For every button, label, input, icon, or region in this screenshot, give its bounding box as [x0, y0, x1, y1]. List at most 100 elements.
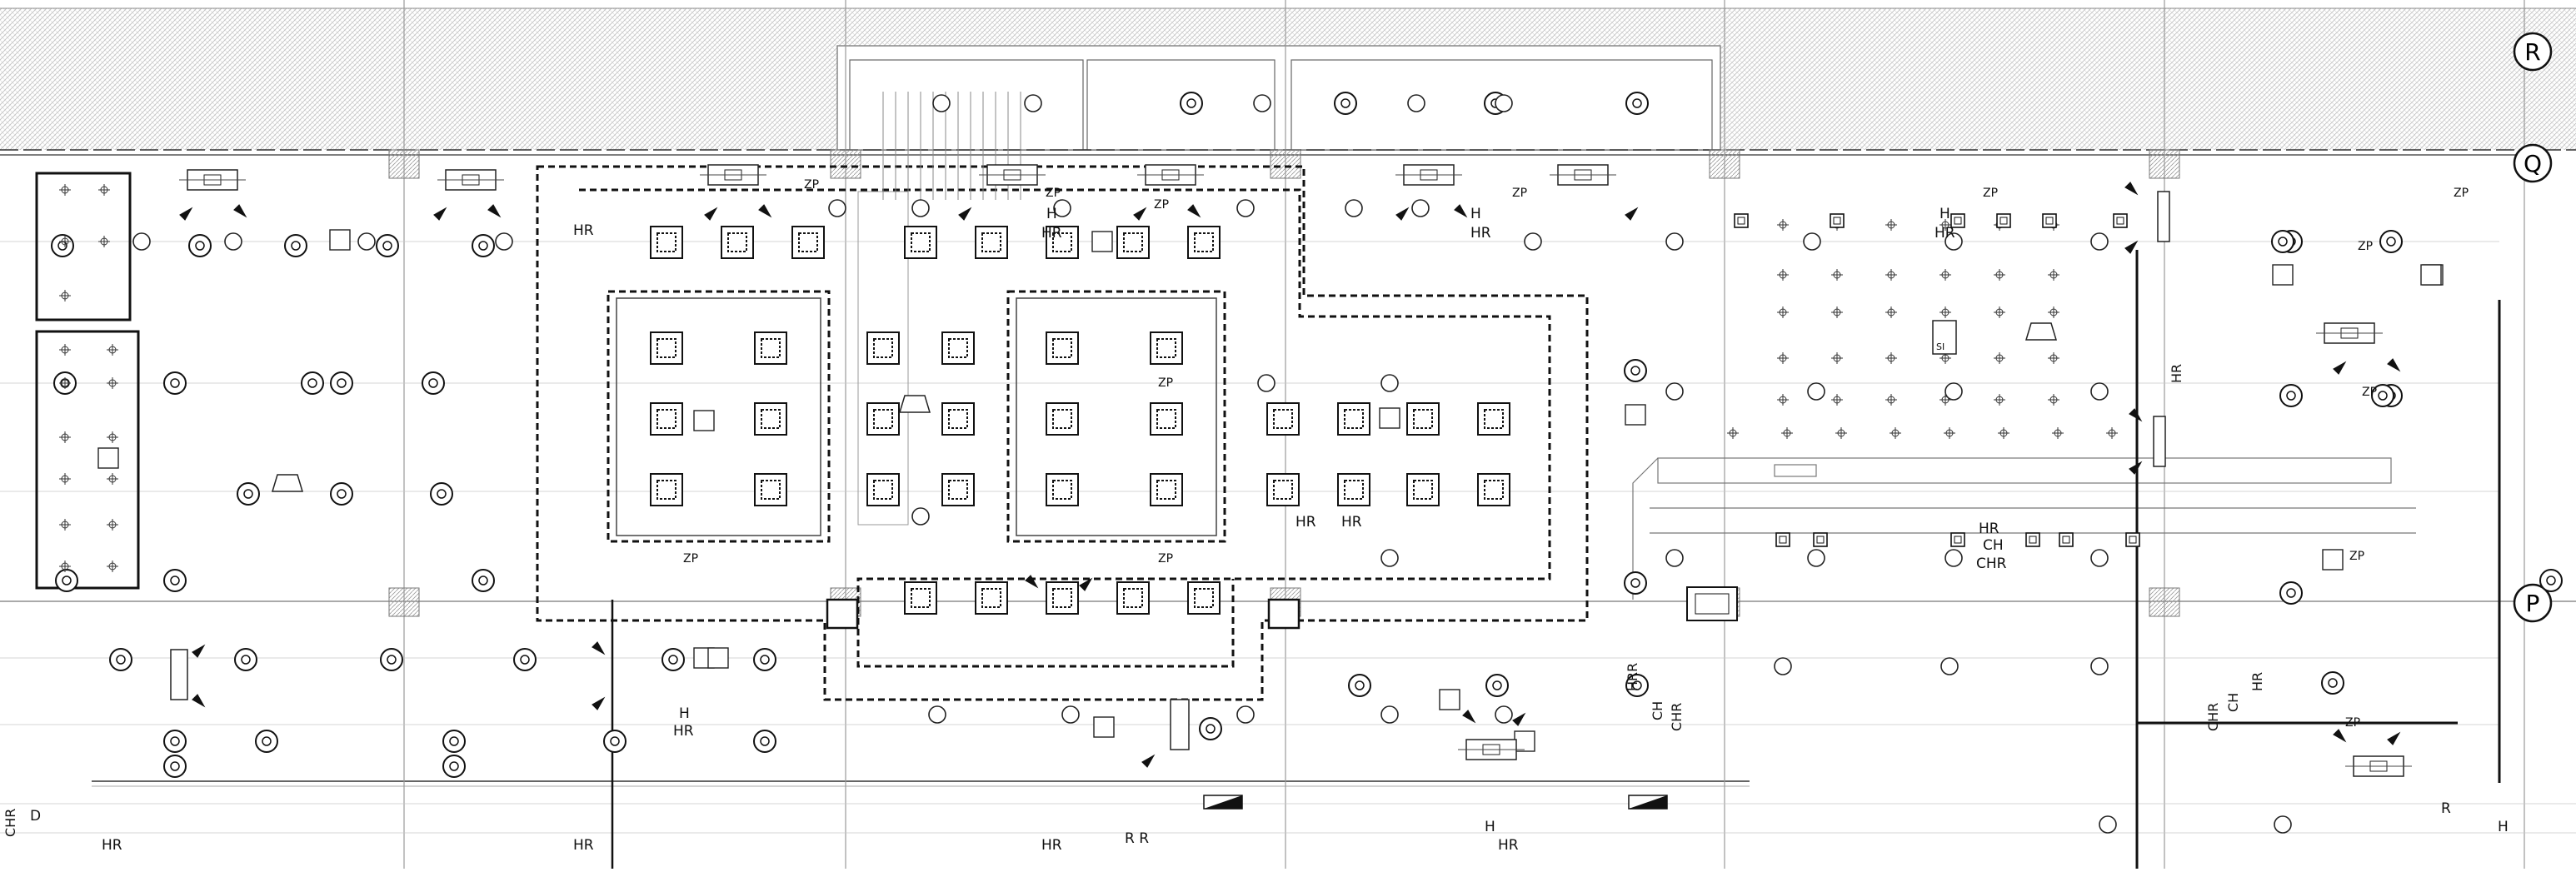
- pipe-riser-circle: [1807, 382, 1825, 401]
- label-hr-12: HR: [1341, 514, 1362, 531]
- label-hr-4: HR: [1934, 225, 1955, 242]
- sprinkler-head: [513, 648, 537, 671]
- ceiling-diffuser: [650, 473, 683, 506]
- cross-marker: [1994, 269, 2005, 281]
- thin-grid-lines: [0, 241, 2576, 834]
- label-hr-9: HR: [1498, 837, 1519, 854]
- access-panel: [329, 229, 351, 251]
- airflow-arrow: [433, 207, 447, 221]
- pipe-riser-circle: [1665, 382, 1684, 401]
- ceiling-diffuser: [1150, 402, 1183, 436]
- ceiling-diffusers: [650, 226, 1510, 615]
- sprinkler-head: [472, 569, 495, 592]
- sprinkler-head: [1625, 674, 1649, 697]
- sprinkler-head: [472, 234, 495, 257]
- sprinkler-head: [442, 755, 466, 778]
- small-square-marker: [2059, 532, 2074, 547]
- cross-marker: [59, 290, 71, 301]
- cross-marker: [1831, 352, 1843, 364]
- access-panel: [1379, 407, 1400, 429]
- sprinkler-head: [163, 371, 187, 395]
- airflow-arrow: [704, 207, 718, 221]
- ceiling-diffuser: [754, 473, 787, 506]
- left-panel-top: [35, 172, 132, 321]
- label-zp-13: ZP: [804, 178, 819, 192]
- grid-bubble-q-label: Q: [2524, 150, 2542, 177]
- airflow-arrow: [487, 204, 502, 218]
- sprinkler-head: [753, 648, 776, 671]
- access-panel: [1625, 404, 1646, 426]
- ceiling-diffuser: [754, 402, 787, 436]
- label-hr-vert-2: HR: [2169, 364, 2184, 383]
- fan-coil-unit: [979, 164, 1046, 186]
- pipe-riser-circle: [1053, 199, 1071, 217]
- fan-coil-unit: [1137, 164, 1204, 186]
- label-h-1: H: [1470, 206, 1481, 222]
- small-square-marker: [2113, 213, 2128, 228]
- pipe-riser-circle: [2090, 382, 2109, 401]
- vertical-unit: [1170, 699, 1190, 750]
- sprinkler-head: [753, 730, 776, 753]
- pipe-riser-circle: [932, 94, 951, 112]
- label-r-1: R: [2441, 800, 2451, 817]
- pipe-riser-circle: [1803, 232, 1821, 251]
- ceiling-diffuser: [791, 226, 825, 259]
- ceiling-diffuser: [866, 402, 900, 436]
- cross-marker: [1831, 394, 1843, 406]
- ceiling-diffuser: [721, 226, 754, 259]
- small-square-marker: [1996, 213, 2011, 228]
- sprinkler-head: [188, 234, 212, 257]
- sprinkler-head: [2279, 581, 2303, 605]
- cross-marker: [2048, 394, 2059, 406]
- label-chr-vert-3: CHR: [1669, 703, 1685, 731]
- pipe-riser-circle: [1411, 199, 1430, 217]
- sprinkler-head: [430, 482, 453, 506]
- trapezoid-fixture: [2024, 322, 2058, 341]
- cross-marker: [1885, 219, 1897, 231]
- sprinkler-head: [1180, 92, 1203, 115]
- fan-coil-unit: [437, 169, 504, 191]
- pipe-riser-circle: [1944, 549, 1963, 567]
- pipe-riser-circle: [1380, 705, 1399, 724]
- airflow-arrow: [2387, 358, 2401, 372]
- upper-room-left: [849, 59, 1084, 151]
- pipe-riser-circle: [828, 199, 846, 217]
- ceiling-diffuser: [650, 402, 683, 436]
- cross-marker: [1777, 269, 1789, 281]
- small-square-marker: [1734, 213, 1749, 228]
- cross-marker: [2052, 427, 2064, 439]
- airflow-arrow: [2333, 729, 2347, 743]
- pipe-riser-circle: [224, 232, 242, 251]
- airflow-arrow: [2129, 408, 2143, 422]
- cross-marker: [1939, 219, 1951, 231]
- label-ch-1: CH: [1983, 537, 2004, 554]
- label-rr: R R: [1125, 830, 1149, 847]
- cross-marker: [1890, 427, 1901, 439]
- cross-marker: [1994, 306, 2005, 318]
- label-hrr-vert-1: HRR: [1625, 663, 1640, 691]
- sprinkler-head: [234, 648, 257, 671]
- label-si: SI: [1936, 341, 1944, 352]
- access-panel: [2420, 264, 2442, 286]
- fan-coil-unit: [700, 164, 766, 186]
- sprinkler-head: [163, 755, 187, 778]
- sprinkler-head: [51, 234, 74, 257]
- cross-marker: [59, 561, 71, 572]
- sprinkler-head: [603, 730, 627, 753]
- label-h-6: H: [2498, 819, 2509, 835]
- cross-marker: [98, 184, 110, 196]
- label-zp-1: ZP: [1046, 187, 1061, 200]
- dashed-zone-boundaries: [536, 165, 1589, 701]
- pipe-riser-circle: [1407, 94, 1425, 112]
- cross-marker: [1777, 219, 1789, 231]
- cross-marker: [59, 519, 71, 531]
- shaft-box: [826, 598, 859, 630]
- black-triangle-marker: [1203, 795, 1243, 810]
- label-hr-5: HR: [673, 723, 694, 740]
- fan-coil-unit: [1458, 739, 1525, 760]
- pipe-riser-circle: [1236, 199, 1255, 217]
- black-triangle-marker: [1628, 795, 1668, 810]
- left-panel-bottom: [35, 330, 140, 590]
- ceiling-diffuser: [754, 331, 787, 365]
- pipe-riser-circle: [1380, 374, 1399, 392]
